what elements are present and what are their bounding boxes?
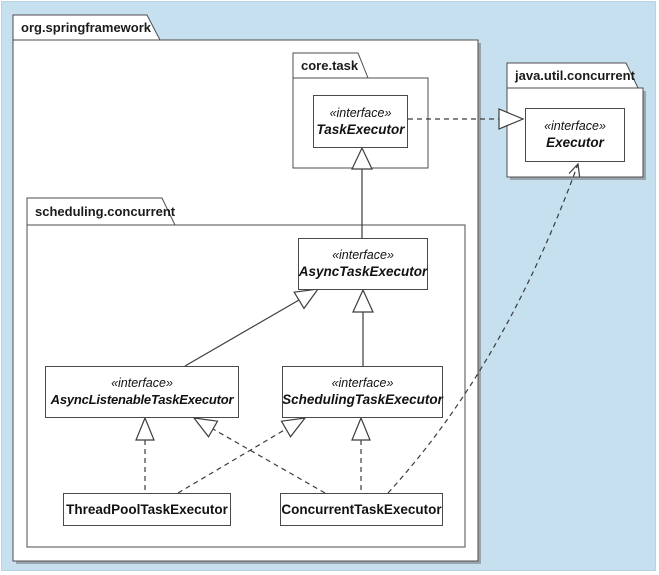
- schedulingtaskexecutor-stereotype-label: «interface»: [331, 376, 394, 391]
- edge-taskexecutor-realizes-executor: [408, 108, 525, 130]
- taskexecutor-name-label: TaskExecutor: [316, 121, 405, 137]
- edge-concurrenttaskexecutor-implements-schedulingtaskexecutor: [351, 416, 371, 493]
- edge-threadpooltaskexecutor-implements-schedulingtaskexecutor: [177, 417, 307, 494]
- edge-threadpooltaskexecutor-implements-asynclistenabletaskexecutor: [135, 416, 155, 493]
- node-taskexecutor: «interface» TaskExecutor: [313, 95, 408, 148]
- package-label-core-task: core.task: [301, 58, 359, 73]
- asynctaskexecutor-name-label: AsyncTaskExecutor: [298, 264, 428, 280]
- taskexecutor-stereotype-label: «interface»: [329, 105, 392, 120]
- package-label-java-util-concurrent: java.util.concurrent: [515, 68, 635, 83]
- package-label-org-springframework: org.springframework: [21, 20, 152, 35]
- asynctaskexecutor-stereotype-label: «interface»: [332, 248, 394, 263]
- node-concurrenttaskexecutor: ConcurrentTaskExecutor: [280, 493, 443, 526]
- node-asynctaskexecutor: «interface» AsyncTaskExecutor: [298, 238, 428, 290]
- threadpooltaskexecutor-name-label: ThreadPoolTaskExecutor: [66, 501, 228, 517]
- node-schedulingtaskexecutor: «interface» SchedulingTaskExecutor: [282, 366, 443, 418]
- edge-schedulingtaskexecutor-extends-asynctaskexecutor: [352, 288, 374, 366]
- node-threadpooltaskexecutor: ThreadPoolTaskExecutor: [63, 493, 231, 526]
- edge-concurrenttaskexecutor-implements-asynclistenabletaskexecutor: [192, 417, 326, 494]
- package-label-scheduling-concurrent: scheduling.concurrent: [35, 204, 176, 219]
- asynclistenabletaskexecutor-stereotype-label: «interface»: [111, 376, 173, 391]
- executor-stereotype-label: «interface»: [544, 119, 606, 134]
- asynclistenabletaskexecutor-name-label: AsyncListenableTaskExecutor: [50, 391, 234, 407]
- schedulingtaskexecutor-name-label: SchedulingTaskExecutor: [282, 392, 443, 408]
- edge-asynctaskexecutor-extends-taskexecutor: [351, 146, 373, 238]
- node-executor: «interface» Executor: [525, 108, 625, 162]
- node-asynclistenabletaskexecutor: «interface» AsyncListenableTaskExecutor: [45, 366, 239, 418]
- edge-asynclistenabletaskexecutor-extends-asynctaskexecutor: [184, 288, 320, 367]
- edge-concurrenttaskexecutor-uses-executor: [387, 162, 581, 494]
- concurrenttaskexecutor-name-label: ConcurrentTaskExecutor: [281, 501, 442, 517]
- executor-name-label: Executor: [546, 135, 604, 151]
